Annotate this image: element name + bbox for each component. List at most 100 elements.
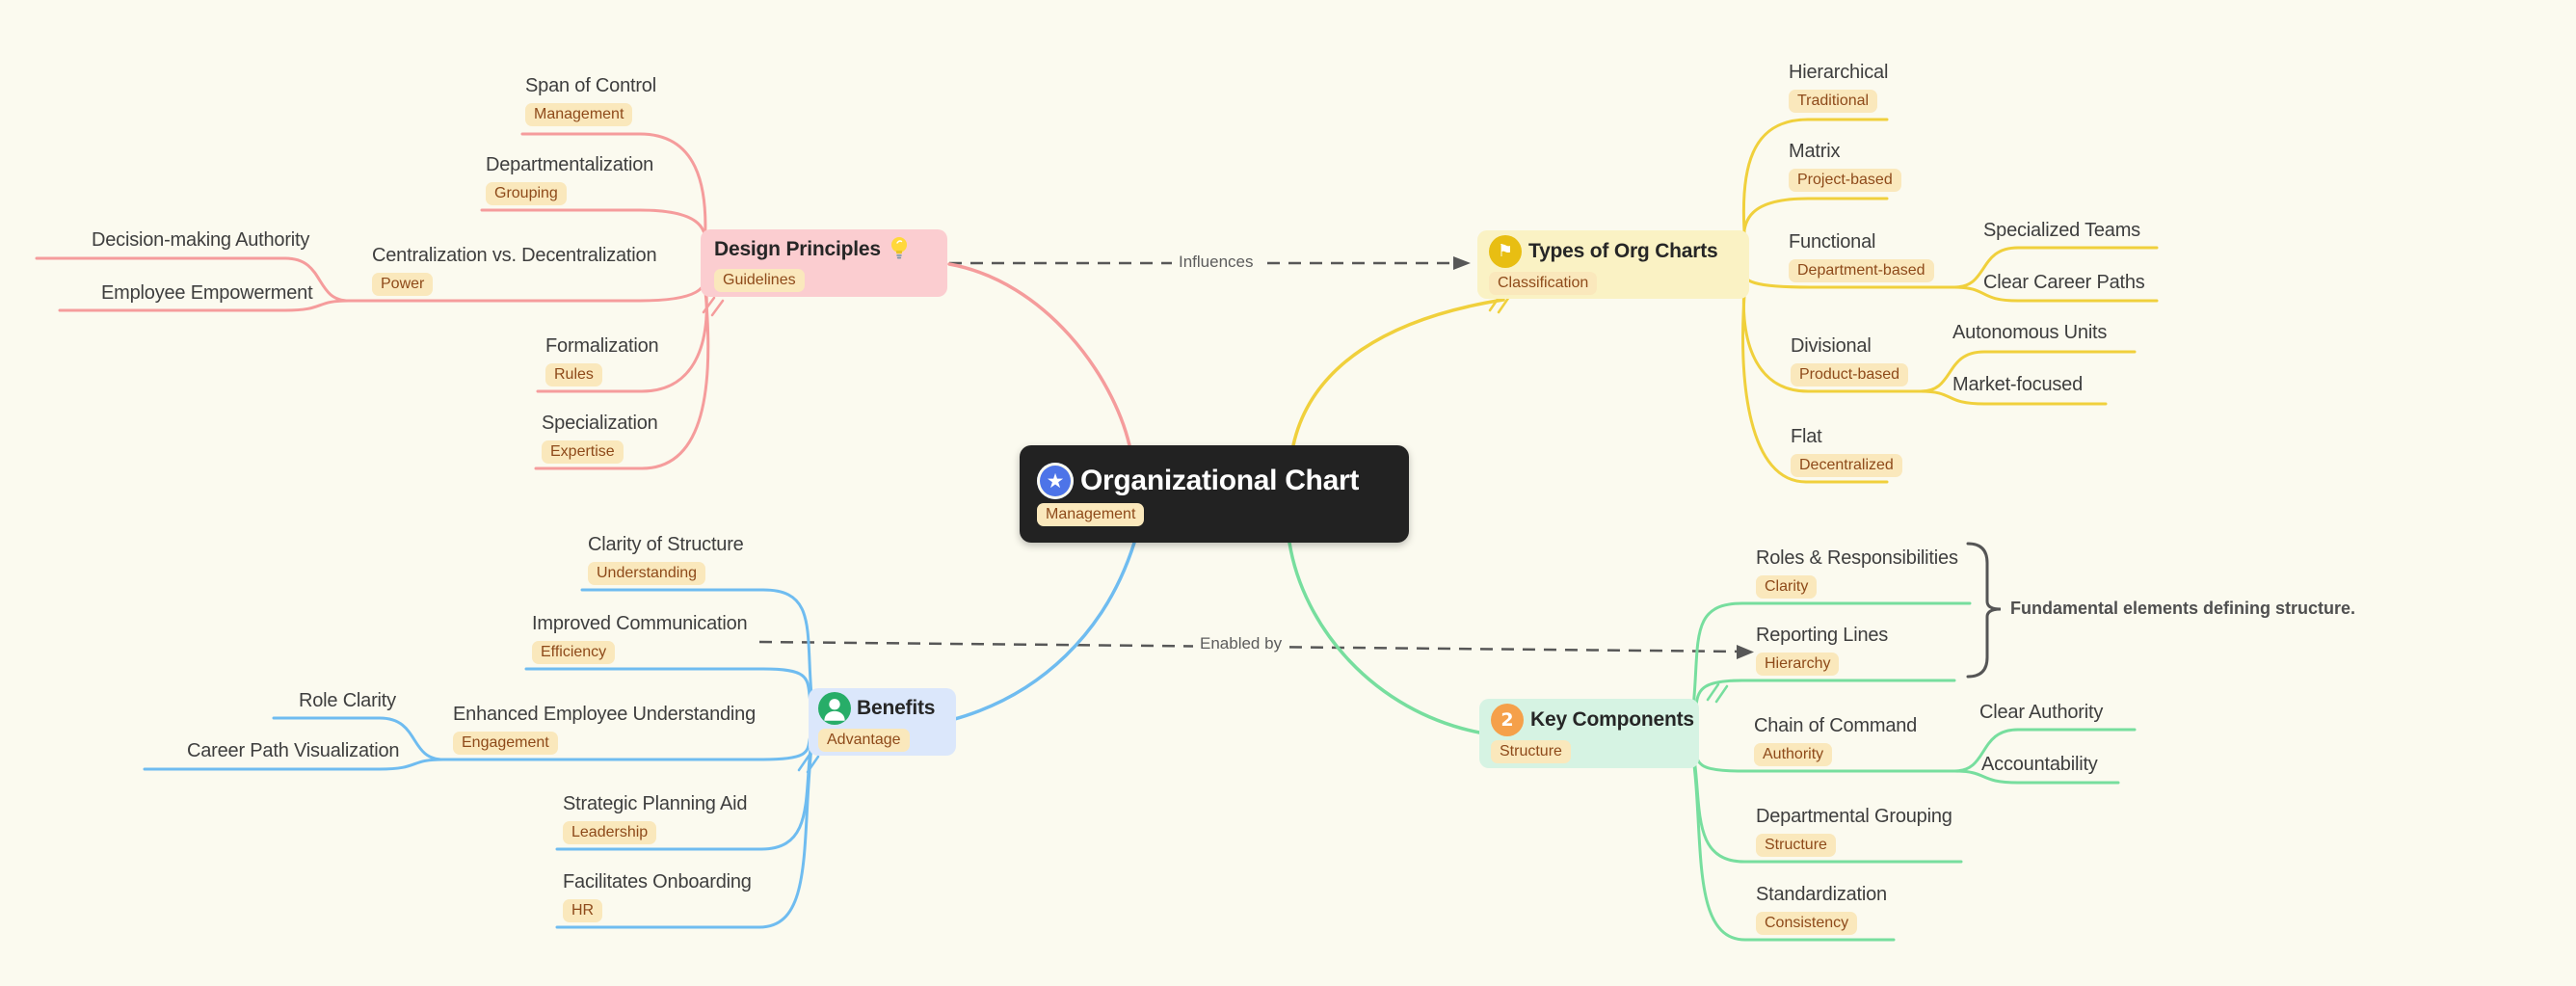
node-label: Reporting Lines (1756, 625, 1889, 646)
node-chain-of-command[interactable]: Chain of Command Authority (1754, 715, 1917, 766)
node-reporting-lines[interactable]: Reporting Lines Hierarchy (1756, 625, 1888, 676)
node-roles-responsibilities[interactable]: Roles & Responsibilities Clarity (1756, 547, 1958, 599)
node-strategic-planning-aid[interactable]: Strategic Planning Aid Leadership (563, 793, 747, 844)
node-label: Enhanced Employee Understanding (453, 704, 757, 725)
node-tag: Decentralized (1791, 454, 1902, 477)
lightbulb-icon (888, 235, 911, 265)
branch-types-lines (1291, 118, 2159, 484)
benefits-title: Benefits (857, 697, 936, 719)
node-label: Clear Authority (1979, 702, 2104, 723)
node-hierarchical[interactable]: Hierarchical Traditional (1789, 62, 1888, 113)
edge-central-to-types (1291, 298, 1505, 447)
node-types-of-org-charts[interactable]: ⚑ Types of Org Charts Classification (1477, 230, 1749, 299)
node-label: Divisional (1791, 335, 1872, 357)
node-label: Clarity of Structure (588, 534, 744, 555)
node-tag: Structure (1756, 834, 1836, 857)
star-icon: ★ (1037, 462, 1074, 499)
node-tag: Consistency (1756, 912, 1858, 935)
node-label: Functional (1789, 231, 1876, 253)
node-label: Centralization vs. Decentralization (372, 245, 657, 266)
influences-arrowhead (1453, 256, 1471, 270)
node-label: Facilitates Onboarding (563, 871, 752, 893)
node-tag: Engagement (453, 732, 558, 755)
node-tag: Clarity (1756, 575, 1818, 599)
node-tag: Understanding (588, 562, 706, 585)
node-decision-making-authority[interactable]: Decision-making Authority (92, 229, 309, 252)
key-components-title: Key Components (1530, 708, 1694, 731)
node-label: Accountability (1981, 754, 2098, 775)
node-departmentalization[interactable]: Departmentalization Grouping (486, 154, 653, 205)
number-2-icon: 2 (1491, 704, 1524, 736)
node-departmental-grouping[interactable]: Departmental Grouping Structure (1756, 806, 1952, 857)
node-tag: Management (525, 103, 633, 126)
edge-central-to-benefits (949, 541, 1136, 722)
node-organizational-chart[interactable]: ★ Organizational Chart Management (1020, 445, 1409, 543)
node-label: Specialization (542, 413, 658, 434)
node-facilitates-onboarding[interactable]: Facilitates Onboarding HR (563, 871, 752, 922)
node-design-principles[interactable]: Design Principles Guidelines (701, 229, 947, 297)
node-label: Hierarchical (1789, 62, 1889, 83)
node-label: Span of Control (525, 75, 656, 96)
node-formalization[interactable]: Formalization Rules (545, 335, 659, 386)
node-improved-communication[interactable]: Improved Communication Efficiency (532, 613, 748, 664)
person-icon (818, 692, 851, 725)
node-clear-career-paths[interactable]: Clear Career Paths (1983, 272, 2145, 294)
node-flat[interactable]: Flat Decentralized (1791, 426, 1902, 477)
flag-icon: ⚑ (1489, 234, 1522, 268)
node-clear-authority[interactable]: Clear Authority (1979, 702, 2103, 724)
node-tag: Power (372, 273, 434, 296)
node-tag: Efficiency (532, 641, 616, 664)
node-market-focused[interactable]: Market-focused (1952, 374, 2083, 396)
node-span-of-control[interactable]: Span of Control Management (525, 75, 656, 126)
node-benefits[interactable]: Benefits Advantage (809, 688, 956, 756)
node-label: Improved Communication (532, 613, 748, 634)
node-label: Employee Empowerment (101, 282, 313, 304)
green-boundary-ticks (1706, 682, 1729, 704)
node-centralization-vs-decentralization[interactable]: Centralization vs. Decentralization Powe… (372, 245, 657, 296)
pink-boundary-ticks (702, 296, 725, 317)
node-matrix[interactable]: Matrix Project-based (1789, 141, 1901, 192)
link-label-enabled-by: Enabled by (1193, 633, 1289, 654)
node-accountability[interactable]: Accountability (1981, 754, 2098, 776)
types-title: Types of Org Charts (1528, 239, 1718, 262)
node-standardization[interactable]: Standardization Consistency (1756, 884, 1887, 935)
node-role-clarity[interactable]: Role Clarity (299, 690, 396, 712)
node-tag: Department-based (1789, 259, 1934, 282)
node-functional[interactable]: Functional Department-based (1789, 231, 1934, 282)
blue-boundary-ticks (797, 753, 820, 774)
node-specialization[interactable]: Specialization Expertise (542, 413, 658, 464)
node-label: Decision-making Authority (92, 229, 310, 251)
node-tag: Grouping (486, 182, 567, 205)
benefits-tag: Advantage (818, 729, 910, 752)
node-enhanced-employee-understanding[interactable]: Enhanced Employee Understanding Engageme… (453, 704, 756, 755)
types-tag: Classification (1489, 271, 1598, 295)
node-specialized-teams[interactable]: Specialized Teams (1983, 220, 2140, 242)
summary-note: Fundamental elements defining structure. (2010, 599, 2356, 618)
node-autonomous-units[interactable]: Autonomous Units (1952, 322, 2107, 344)
node-tag: Traditional (1789, 90, 1878, 113)
node-tag: Leadership (563, 821, 657, 844)
node-career-path-visualization[interactable]: Career Path Visualization (187, 740, 400, 762)
node-label: Standardization (1756, 884, 1887, 905)
central-title: Organizational Chart (1080, 464, 1360, 496)
design-principles-tag: Guidelines (714, 268, 805, 292)
node-label: Departmental Grouping (1756, 806, 1952, 827)
node-label: Clear Career Paths (1983, 272, 2145, 293)
design-principles-title: Design Principles (714, 238, 881, 260)
node-clarity-of-structure[interactable]: Clarity of Structure Understanding (588, 534, 744, 585)
node-divisional[interactable]: Divisional Product-based (1791, 335, 1909, 386)
node-label: Flat (1791, 426, 1822, 447)
link-label-influences: Influences (1172, 252, 1261, 273)
node-tag: Authority (1754, 743, 1833, 766)
edge-central-to-key-components (1288, 541, 1481, 734)
enabled-by-arrowhead (1737, 645, 1754, 659)
node-label: Chain of Command (1754, 715, 1918, 736)
edge-central-to-design-principles (947, 262, 1131, 447)
central-tag: Management (1037, 502, 1145, 526)
node-key-components[interactable]: 2 Key Components Structure (1479, 699, 1699, 768)
node-label: Matrix (1789, 141, 1841, 162)
node-employee-empowerment[interactable]: Employee Empowerment (101, 282, 313, 305)
node-tag: Rules (545, 363, 602, 386)
node-label: Career Path Visualization (187, 740, 400, 761)
node-label: Strategic Planning Aid (563, 793, 748, 814)
